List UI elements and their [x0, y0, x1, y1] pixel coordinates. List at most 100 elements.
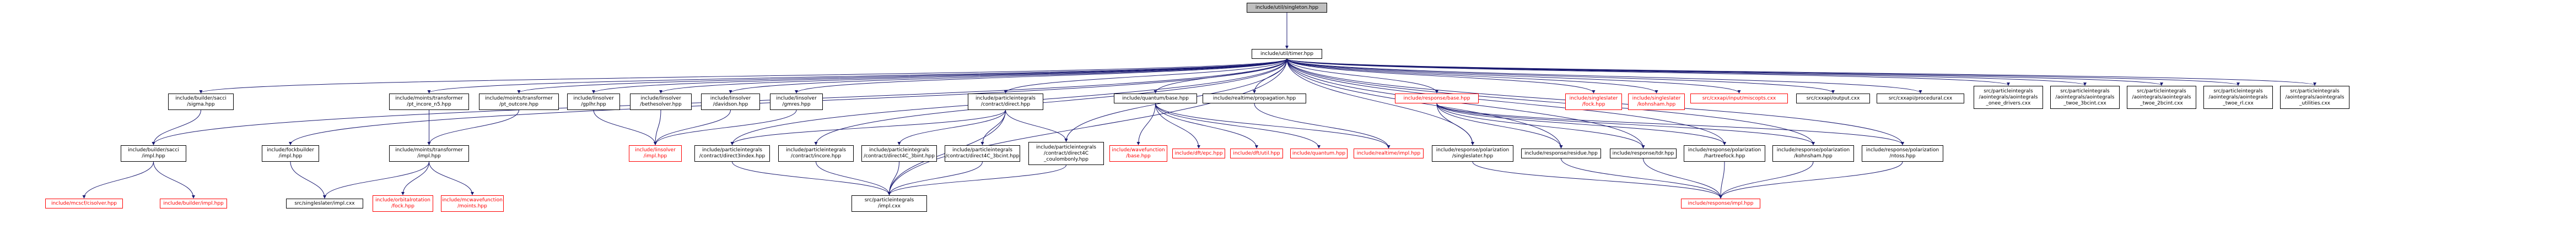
node-response-tdr[interactable]: include/response/tdr.hpp — [1610, 149, 1677, 158]
node-label-line: include/util/singleton.hpp — [1255, 4, 1319, 10]
node-contract-direct4c-coulombonly[interactable]: include/particleintegrals/contract/direc… — [1028, 142, 1104, 165]
node-label-line: /impl.hpp — [643, 153, 667, 159]
node-label-line: _twoe_3bcint.cxx — [2063, 100, 2106, 106]
node-mcwavefunction-moints[interactable]: include/mcwavefunction/moints.hpp — [441, 195, 504, 212]
node-label-line: /fock.hpp — [391, 204, 414, 209]
node-label-line: /contract/direct3index.hpp — [699, 153, 766, 159]
node-aointegrals-twoe-rl[interactable]: src/particleintegrals/aointegrals/aointe… — [2203, 86, 2273, 109]
node-cxxapi-miscopts[interactable]: src/cxxapi/input/miscopts.cxx — [1690, 94, 1788, 103]
node-builder-sacci-impl[interactable]: include/builder/sacci/impl.hpp — [121, 145, 186, 162]
node-moints-pt-outcore[interactable]: include/moints/transformer/pt_outcore.hp… — [479, 94, 559, 110]
node-label-line: /aointegrals/aointegrals — [2132, 94, 2191, 100]
node-builder-impl[interactable]: include/builder/impl.hpp — [160, 199, 227, 208]
node-label-line: include/response/polarization — [1688, 147, 1761, 153]
node-particleintegrals-impl-cxx[interactable]: src/particleintegrals/impl.cxx — [852, 195, 927, 212]
node-wavefunction-base[interactable]: include/wavefunction/base.hpp — [1109, 145, 1167, 162]
edge-n1-n10 — [1154, 58, 1287, 94]
node-aointegrals-twoe-2bcint[interactable]: src/particleintegrals/aointegrals/aointe… — [2127, 86, 2196, 109]
node-realtime-impl[interactable]: include/realtime/impl.hpp — [1354, 149, 1424, 158]
node-label-line: src/particleintegrals — [2213, 88, 2263, 94]
edge-n5-n26 — [593, 109, 657, 145]
node-quantum[interactable]: include/quantum.hpp — [1290, 149, 1348, 158]
node-polarization-ntoss[interactable]: include/response/polarization/ntoss.hpp — [1862, 145, 1943, 162]
node-label-line: src/particleintegrals — [2290, 88, 2340, 94]
edge-n1-n16 — [1286, 58, 1835, 94]
edge-n1-n14 — [1286, 58, 1658, 94]
node-label-line: include/mcscf/cisolver.hpp — [51, 200, 117, 206]
edge-n1-n11 — [1253, 58, 1287, 94]
node-util-timer[interactable]: include/util/timer.hpp — [1252, 49, 1322, 59]
node-aointegrals-twoe-3bcint[interactable]: src/particleintegrals/aointegrals/aointe… — [2050, 86, 2120, 109]
node-singleslater-impl-cxx[interactable]: src/singleslater/impl.cxx — [286, 199, 363, 208]
node-moints-transformer-impl[interactable]: include/moints/transformer/impl.hpp — [389, 145, 469, 162]
node-builder-sacci-sigma[interactable]: include/builder/sacci/sigma.hpp — [168, 94, 234, 110]
edge-n4-n25 — [427, 109, 519, 145]
node-quantum-base[interactable]: include/quantum/base.hpp — [1114, 94, 1197, 103]
edge-n23-n44 — [153, 161, 195, 199]
node-linsolver-impl[interactable]: include/linsolver/impl.hpp — [629, 145, 682, 162]
node-polarization-kohnsham[interactable]: include/response/polarization/kohnsham.h… — [1772, 145, 1854, 162]
node-label-line: include/linsolver — [640, 96, 681, 101]
edge-n2-n23 — [152, 109, 201, 145]
node-dft-epc[interactable]: include/dft/epc.hpp — [1172, 149, 1225, 158]
node-polarization-hartreefock[interactable]: include/response/polarization/hartreefoc… — [1684, 145, 1765, 162]
node-linsolver-davidson[interactable]: include/linsolver/davidson.hpp — [701, 94, 760, 110]
node-label-line: src/cxxapi/procedural.cxx — [1888, 95, 1953, 101]
node-aointegrals-utilities[interactable]: src/particleintegrals/aointegrals/aointe… — [2280, 86, 2349, 109]
node-label-line: /ntoss.hpp — [1889, 153, 1916, 159]
node-label-line: /singleslater.hpp — [1452, 153, 1494, 159]
node-mcscf-cisolver[interactable]: include/mcscf/cisolver.hpp — [45, 199, 123, 208]
node-label-line: include/response/impl.hpp — [1688, 200, 1754, 206]
node-linsolver-gplhr[interactable]: include/linsolver/gplhr.hpp — [567, 94, 620, 110]
edge-n38-n49 — [1561, 158, 1722, 199]
node-fockbuilder-impl[interactable]: include/fockbuilder/impl.hpp — [262, 145, 319, 162]
node-label-line: src/cxxapi/input/miscopts.cxx — [1702, 95, 1776, 101]
node-response-base[interactable]: include/response/base.hpp — [1395, 94, 1479, 103]
node-label-line: /contract/incore.hpp — [790, 153, 842, 159]
node-label-line: include/particleintegrals — [702, 147, 762, 153]
node-label-line: include/moints/transformer — [485, 96, 553, 101]
node-moints-pt-incore-n5[interactable]: include/moints/transformer/pt_incore_n5.… — [389, 94, 469, 110]
node-dft-util[interactable]: include/dft/util.hpp — [1230, 149, 1283, 158]
node-label-line: /aointegrals/aointegrals — [2055, 94, 2115, 100]
edge-n9-n27 — [730, 109, 1006, 145]
node-label-line: include/particleintegrals — [976, 96, 1036, 101]
node-label-line: /pt_outcore.hpp — [499, 102, 538, 107]
edge-n23-n43 — [82, 161, 154, 199]
node-response-impl[interactable]: include/response/impl.hpp — [1681, 199, 1760, 208]
node-cxxapi-output[interactable]: src/cxxapi/output.cxx — [1796, 94, 1870, 103]
edge-n1-n18 — [1286, 58, 2010, 86]
node-label-line: include/moints/transformer — [395, 147, 463, 153]
edge-n1-n7 — [729, 58, 1287, 94]
edge-n28-n48 — [816, 161, 891, 195]
node-label-line: /contract/direct4C — [1043, 150, 1089, 156]
node-contract-direct3index[interactable]: include/particleintegrals/contract/direc… — [694, 145, 770, 162]
node-contract-direct4c-3bint[interactable]: include/particleintegrals/contract/direc… — [861, 145, 937, 162]
node-label-line: include/particleintegrals — [1036, 144, 1096, 150]
node-label-line: /impl.hpp — [142, 153, 165, 159]
node-label-line: /gmres.hpp — [782, 102, 811, 107]
edge-n8-n26 — [654, 109, 797, 145]
node-aointegrals-onee-drivers[interactable]: src/particleintegrals/aointegrals/aointe… — [1974, 86, 2043, 109]
node-cxxapi-procedural[interactable]: src/cxxapi/procedural.cxx — [1877, 94, 1964, 103]
node-contract-incore[interactable]: include/particleintegrals/contract/incor… — [778, 145, 854, 162]
node-polarization-singleslater[interactable]: include/response/polarization/singleslat… — [1432, 145, 1513, 162]
node-singleslater-fock[interactable]: include/singleslater/fock.hpp — [1565, 94, 1622, 110]
node-label-line: include/orbitalrotation — [375, 197, 430, 203]
edge-n1-n22 — [1286, 58, 2316, 86]
edge-n12-n41 — [1436, 103, 1815, 145]
edge-n6-n26 — [654, 109, 661, 145]
node-contract-direct4c-3bcint[interactable]: include/particleintegrals/contract/direc… — [945, 145, 1020, 162]
node-orbitalrotation-fock[interactable]: include/orbitalrotation/fock.hpp — [373, 195, 433, 212]
node-realtime-propagation[interactable]: include/realtime/propagation.hpp — [1203, 94, 1306, 103]
node-contract-direct[interactable]: include/particleintegrals/contract/direc… — [968, 94, 1043, 110]
node-response-residue[interactable]: include/response/residue.hpp — [1521, 149, 1601, 158]
node-linsolver-bethesolver[interactable]: include/linsolver/bethesolver.hpp — [630, 94, 692, 110]
node-linsolver-gmres[interactable]: include/linsolver/gmres.hpp — [770, 94, 823, 110]
edge-n12-n39 — [1436, 103, 1645, 149]
node-label-line: include/response/residue.hpp — [1524, 150, 1598, 156]
node-label-line: include/realtime/impl.hpp — [1356, 150, 1421, 156]
edge-n10-n36 — [1155, 103, 1391, 149]
node-singleslater-kohnsham[interactable]: include/singleslater/kohnsham.hpp — [1628, 94, 1685, 110]
